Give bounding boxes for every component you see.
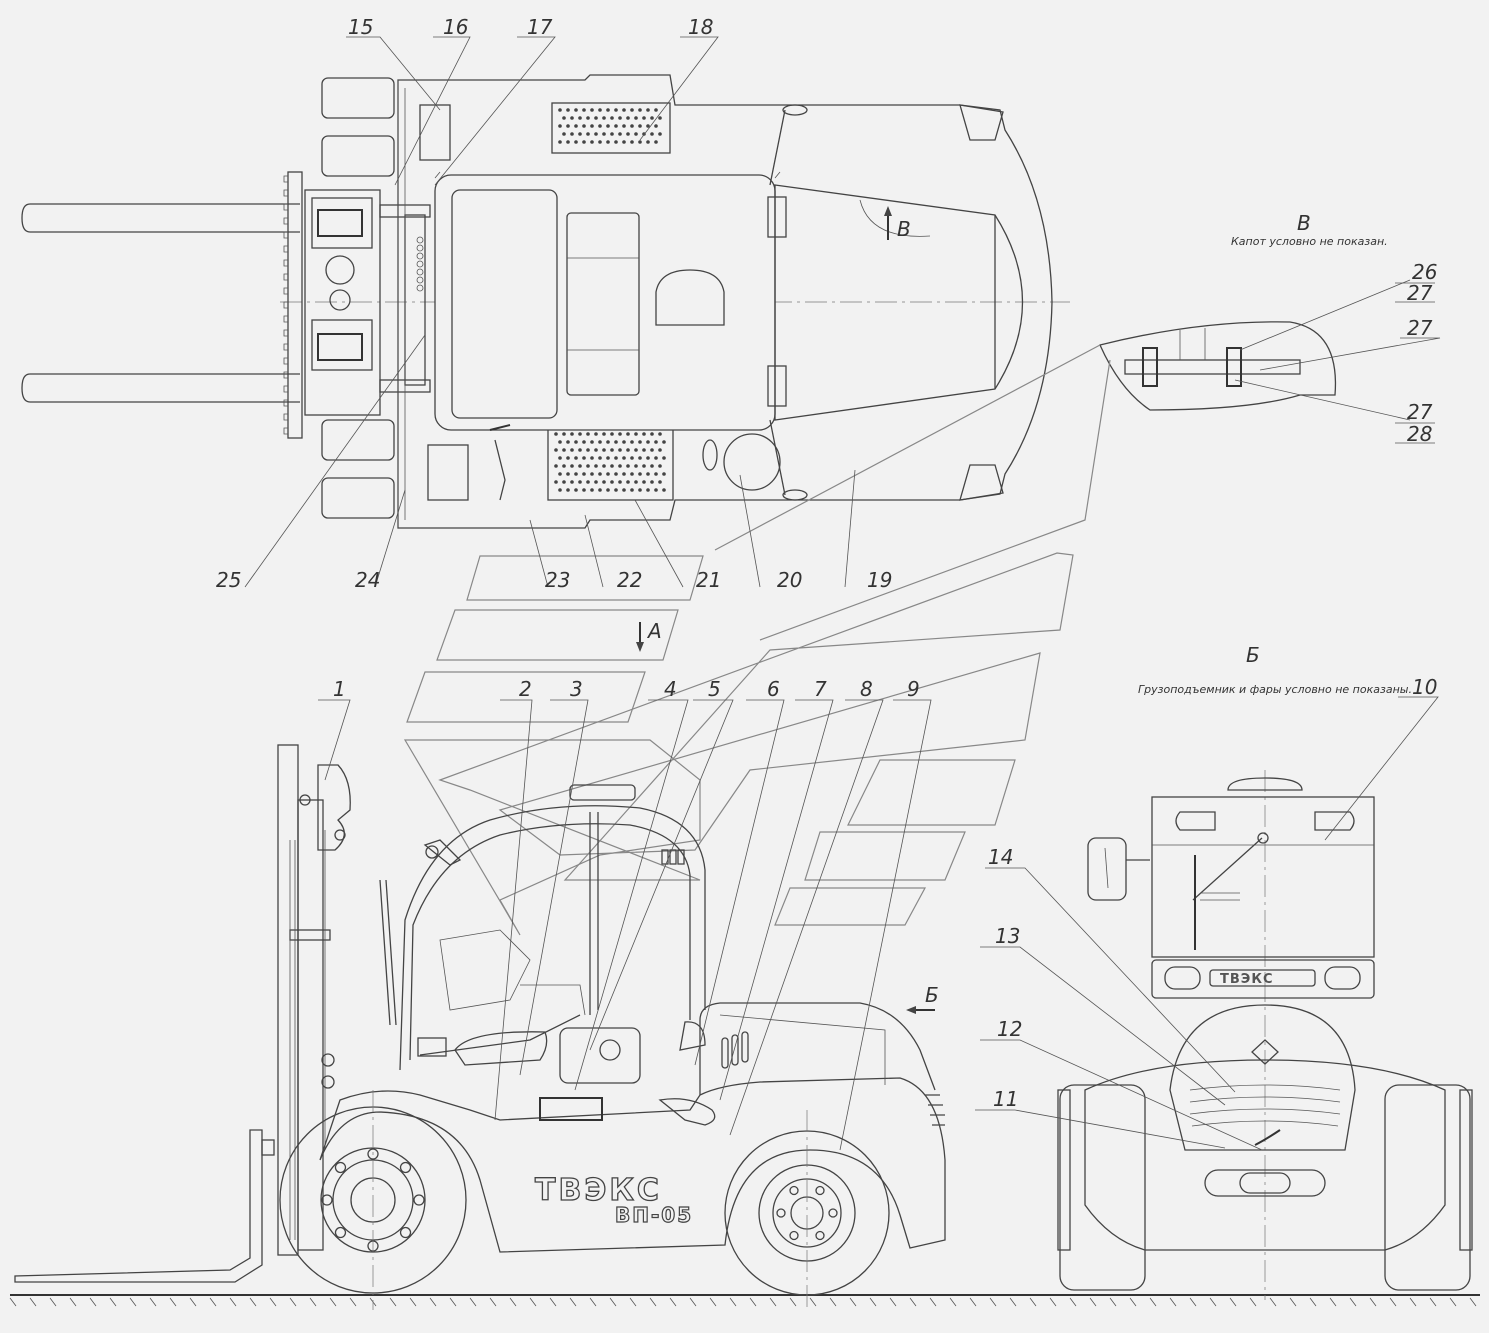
view-b-title: Б <box>1246 643 1260 667</box>
perforated-cover-bottom <box>554 432 666 492</box>
callout-22: 22 <box>617 568 642 592</box>
callout-5: 5 <box>708 677 721 701</box>
callout-27-a: 27 <box>1407 281 1433 305</box>
callout-27-c: 27 <box>1407 400 1433 424</box>
callout-9: 9 <box>907 677 920 701</box>
callout-1: 1 <box>333 677 346 701</box>
callout-6: 6 <box>767 677 780 701</box>
callout-12: 12 <box>997 1017 1022 1041</box>
section-stripes: А <box>403 552 1074 936</box>
callout-17: 17 <box>527 15 553 39</box>
view-arrow-b-label: Б <box>925 983 939 1007</box>
callout-4: 4 <box>664 677 677 701</box>
view-b-rear: Б Грузоподъемник и фары условно не показ… <box>1057 643 1473 1300</box>
model-logo-side: ВП-05 <box>615 1203 693 1227</box>
callout-14: 14 <box>988 845 1013 869</box>
callout-27-b: 27 <box>1407 316 1433 340</box>
view-b-note: Грузоподъемник и фары условно не показан… <box>1138 683 1412 696</box>
callout-26: 26 <box>1412 260 1437 284</box>
top-view: В <box>21 74 1070 529</box>
callout-20: 20 <box>777 568 802 592</box>
callout-24: 24 <box>355 568 380 592</box>
callout-leaders <box>244 36 1441 1151</box>
callout-13: 13 <box>995 924 1020 948</box>
callout-11: 11 <box>993 1087 1018 1111</box>
callout-28: 28 <box>1407 422 1432 446</box>
perforated-cover-top <box>558 108 662 144</box>
section-arrow-a-label: А <box>646 619 662 643</box>
callout-15: 15 <box>348 15 373 39</box>
maker-logo-rear: ТВЭКС <box>1220 972 1273 987</box>
callout-23: 23 <box>545 568 570 592</box>
callout-16: 16 <box>443 15 468 39</box>
callout-25: 25 <box>216 568 241 592</box>
callout-18: 18 <box>688 15 713 39</box>
callout-3: 3 <box>570 677 583 701</box>
callout-7: 7 <box>814 677 827 701</box>
callout-10: 10 <box>1412 675 1437 699</box>
view-v-detail: В Капот условно не показан. <box>714 211 1388 641</box>
view-v-title: В <box>1297 211 1311 235</box>
callout-2: 2 <box>519 677 532 701</box>
callout-numbers: 1 2 3 4 5 6 7 8 9 10 11 12 13 14 15 16 1… <box>216 15 1437 1111</box>
maker-logo-side: ТВЭКС <box>535 1173 662 1208</box>
callout-21: 21 <box>696 568 721 592</box>
callout-19: 19 <box>867 568 892 592</box>
callout-8: 8 <box>860 677 873 701</box>
side-view: ТВЭКС ВП-05 Б <box>9 744 1480 1310</box>
view-arrow-v-label: В <box>897 217 911 241</box>
view-v-note: Капот условно не показан. <box>1231 235 1388 248</box>
